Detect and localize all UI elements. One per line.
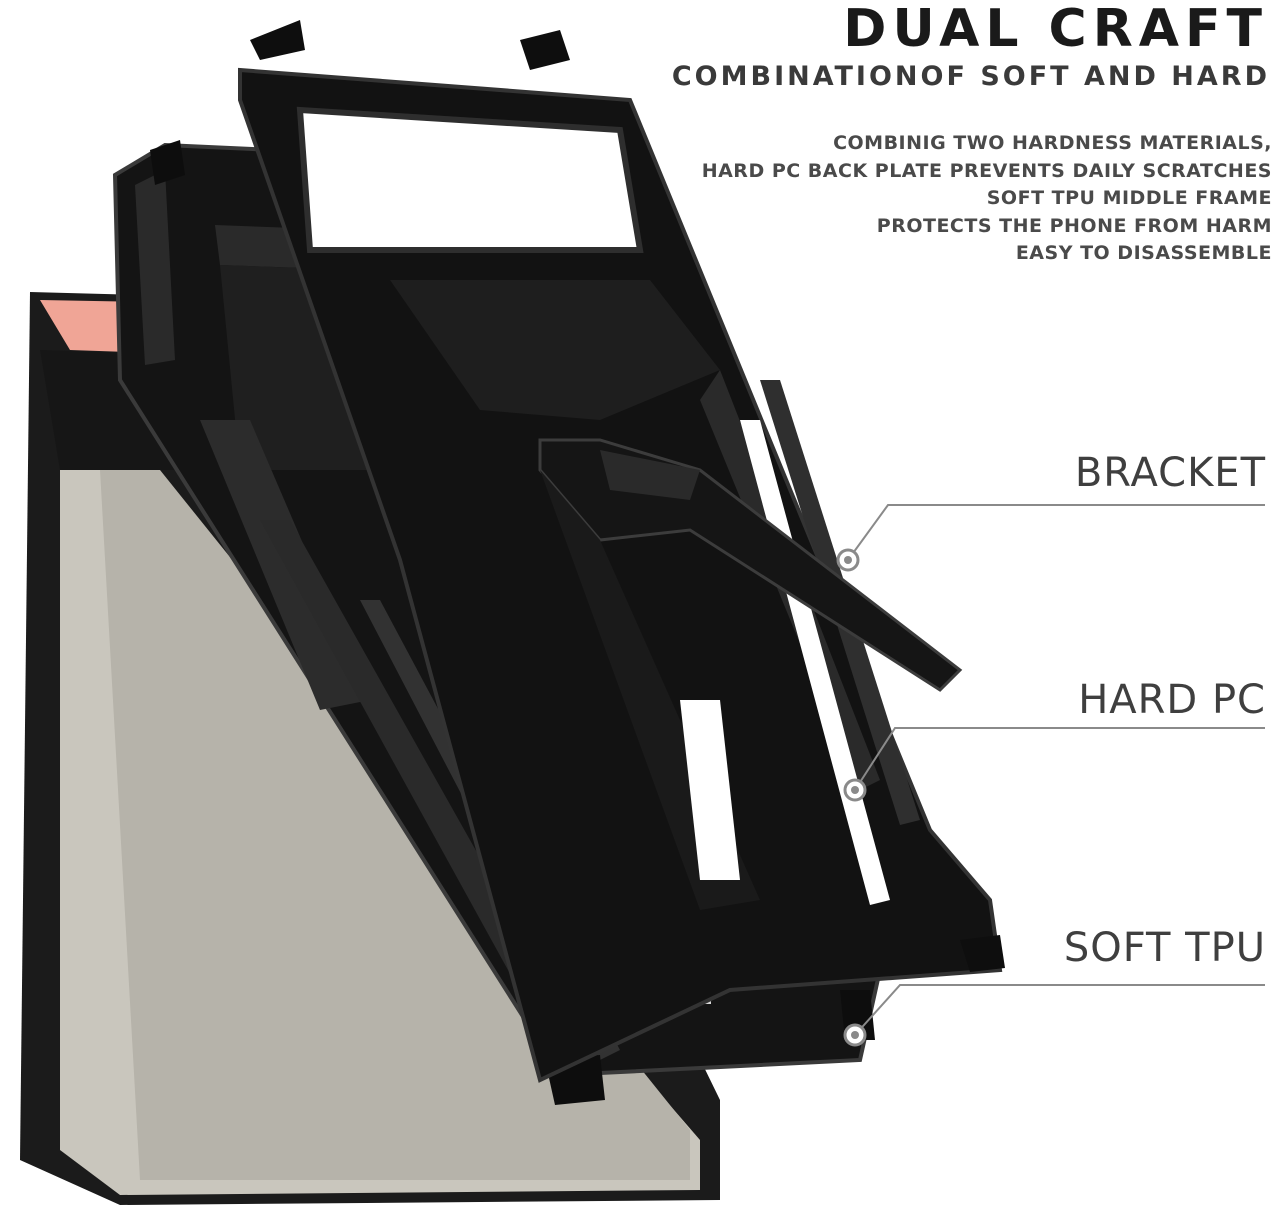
page-subtitle: COMBINATIONOF SOFT AND HARD	[671, 61, 1270, 92]
kickstand-bracket	[538, 438, 963, 910]
bracket-callout-label: BRACKET	[1074, 450, 1266, 496]
callout-leaders	[847, 504, 1265, 1036]
description-line: HARD PC BACK PLATE PREVENTS DAILY SCRATC…	[701, 159, 1272, 182]
soft-tpu-leader	[854, 984, 1265, 1036]
hard-pc-leader	[854, 727, 1265, 791]
feature-description: COMBINIG TWO HARDNESS MATERIALS, HARD PC…	[702, 130, 1272, 268]
description-line: PROTECTS THE PHONE FROM HARM	[876, 214, 1272, 237]
soft-tpu-callout-label: SOFT TPU	[1063, 925, 1266, 971]
description-line: COMBINIG TWO HARDNESS MATERIALS,	[833, 132, 1272, 154]
description-line: SOFT TPU MIDDLE FRAME	[986, 187, 1272, 209]
page-title: DUAL CRAFT	[843, 0, 1268, 59]
bracket-leader	[847, 504, 1265, 561]
hard-pc-callout-label: HARD PC	[1078, 677, 1266, 723]
description-line: EASY TO DISASSEMBLE	[1015, 242, 1272, 264]
callout-dots	[836, 548, 867, 1047]
